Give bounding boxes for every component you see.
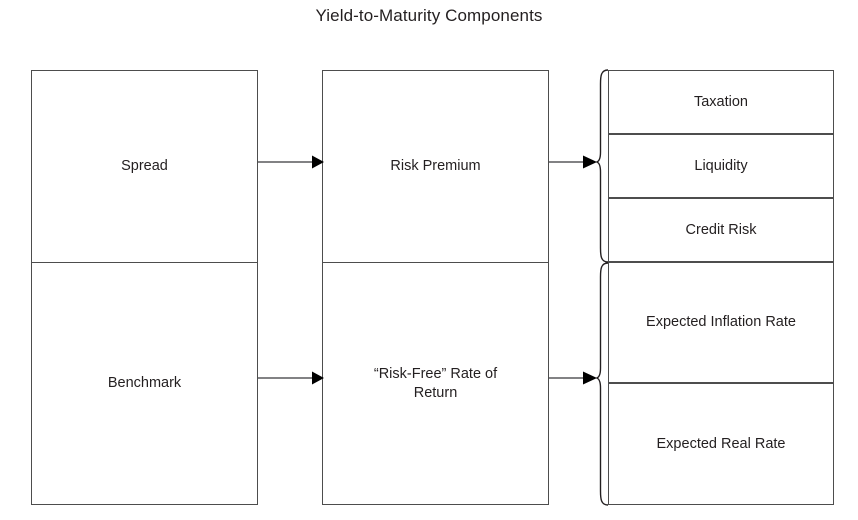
- box-credit-risk-label: Credit Risk: [685, 221, 757, 238]
- box-expected-inflation-rate[interactable]: Expected Inflation Rate: [608, 262, 834, 383]
- box-benchmark[interactable]: Benchmark: [31, 262, 258, 505]
- box-taxation-label: Taxation: [693, 93, 748, 110]
- connector-risk-premium-to-brace-top: [549, 155, 597, 169]
- connector-spread-to-risk-premium: [258, 155, 324, 169]
- box-risk-free-rate-label: “Risk-Free” Rate of Return: [373, 365, 498, 401]
- diagram-title: Yield-to-Maturity Components: [315, 6, 543, 25]
- box-liquidity[interactable]: Liquidity: [608, 134, 834, 198]
- box-liquidity-label: Liquidity: [694, 157, 748, 174]
- brace-bottom: [596, 262, 609, 506]
- box-expected-inflation-rate-label: Expected Inflation Rate: [646, 314, 796, 330]
- box-risk-free-rate[interactable]: “Risk-Free” Rate of Return: [322, 262, 549, 505]
- box-credit-risk[interactable]: Credit Risk: [608, 198, 834, 262]
- connector-benchmark-to-risk-free: [258, 371, 324, 385]
- box-risk-premium-label: Risk Premium: [390, 158, 481, 174]
- box-expected-real-rate[interactable]: Expected Real Rate: [608, 383, 834, 505]
- brace-top: [596, 69, 609, 263]
- box-spread-label: Spread: [121, 158, 168, 174]
- box-spread[interactable]: Spread: [31, 70, 258, 263]
- box-risk-premium[interactable]: Risk Premium: [322, 70, 549, 263]
- box-expected-real-rate-label: Expected Real Rate: [656, 435, 786, 452]
- connector-risk-free-to-brace-bottom: [549, 371, 597, 385]
- box-taxation[interactable]: Taxation: [608, 70, 834, 134]
- box-benchmark-label: Benchmark: [107, 375, 182, 391]
